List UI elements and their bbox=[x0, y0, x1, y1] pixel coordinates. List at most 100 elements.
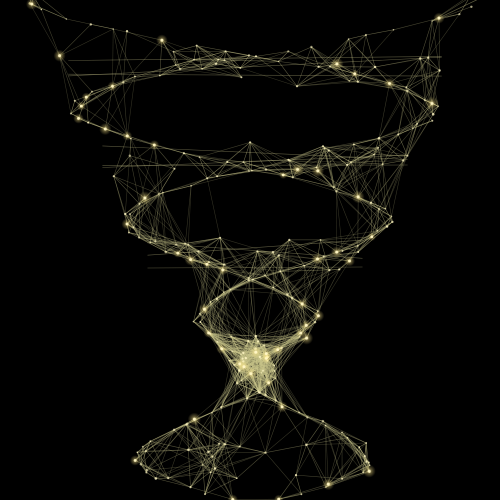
connection-line bbox=[353, 144, 372, 203]
connection-line bbox=[146, 464, 203, 471]
node-point bbox=[363, 455, 366, 458]
connection-line bbox=[233, 364, 238, 384]
connection-line bbox=[336, 191, 392, 217]
connection-line bbox=[278, 474, 297, 500]
node-point bbox=[367, 469, 371, 473]
connection-line bbox=[296, 66, 319, 87]
connection-line bbox=[129, 213, 177, 245]
connection-line bbox=[272, 239, 290, 253]
node-point bbox=[364, 33, 367, 37]
connection-line bbox=[227, 142, 251, 163]
connection-line bbox=[216, 161, 228, 177]
connection-line bbox=[128, 232, 189, 245]
node-point bbox=[313, 321, 317, 324]
connection-line bbox=[288, 51, 319, 68]
connection-line bbox=[208, 261, 225, 265]
connection-line bbox=[378, 114, 434, 139]
connection-line bbox=[126, 223, 166, 253]
connection-line bbox=[225, 443, 240, 447]
connection-line bbox=[200, 321, 259, 342]
connection-line bbox=[289, 160, 294, 178]
connection-line bbox=[227, 159, 289, 163]
connection-line bbox=[139, 237, 177, 245]
connection-line bbox=[239, 406, 283, 447]
connection-line bbox=[144, 153, 185, 199]
connection-line bbox=[210, 289, 231, 334]
connection-line bbox=[210, 333, 242, 381]
connection-line bbox=[249, 142, 253, 171]
connection-line bbox=[328, 150, 348, 166]
connection-line bbox=[266, 332, 301, 359]
connection-line bbox=[377, 123, 418, 149]
connection-line bbox=[322, 145, 375, 155]
connection-line bbox=[210, 333, 259, 342]
connection-line bbox=[317, 144, 355, 172]
connection-line bbox=[161, 39, 203, 70]
connection-line bbox=[149, 192, 164, 243]
connection-line bbox=[128, 232, 156, 242]
connection-line bbox=[202, 68, 242, 78]
connection-line bbox=[263, 287, 274, 346]
connection-line bbox=[188, 449, 191, 488]
connection-line bbox=[240, 354, 264, 371]
node-point bbox=[221, 268, 225, 272]
connection-line bbox=[231, 336, 256, 349]
node-point bbox=[291, 176, 294, 179]
connection-line bbox=[311, 46, 331, 67]
node-point bbox=[173, 167, 176, 170]
node-point bbox=[324, 424, 327, 427]
connection-line bbox=[248, 239, 290, 281]
node-point bbox=[378, 208, 380, 210]
connection-line bbox=[183, 153, 208, 179]
connection-line bbox=[257, 251, 274, 288]
node-point bbox=[248, 170, 250, 172]
connection-line bbox=[373, 154, 408, 156]
connection-line bbox=[123, 75, 160, 83]
connection-line bbox=[126, 192, 164, 225]
connection-line bbox=[185, 424, 240, 447]
node-point bbox=[246, 397, 249, 400]
connection-line bbox=[217, 340, 249, 343]
connection-line bbox=[274, 370, 276, 379]
connection-line bbox=[277, 294, 288, 350]
connection-line bbox=[217, 292, 225, 342]
node-point bbox=[138, 202, 141, 205]
connection-line bbox=[198, 251, 225, 293]
node-point bbox=[376, 229, 379, 232]
node-point bbox=[381, 163, 384, 166]
connection-line bbox=[123, 64, 176, 83]
connection-line bbox=[158, 193, 186, 244]
connection-line bbox=[347, 437, 364, 473]
connection-line bbox=[225, 392, 260, 445]
connection-line bbox=[190, 443, 220, 488]
connection-line bbox=[303, 265, 319, 312]
connection-line bbox=[139, 203, 167, 253]
connection-line bbox=[377, 216, 392, 231]
connection-line bbox=[357, 208, 380, 246]
node-point bbox=[139, 463, 142, 466]
node-point bbox=[224, 443, 227, 446]
connection-line bbox=[142, 418, 195, 447]
connection-line bbox=[419, 58, 433, 104]
connection-line bbox=[248, 142, 251, 172]
connection-line bbox=[278, 486, 326, 500]
connection-line bbox=[275, 378, 277, 401]
connection-line bbox=[183, 152, 244, 163]
connection-line bbox=[113, 135, 128, 177]
connection-line bbox=[412, 120, 433, 129]
connection-line bbox=[257, 336, 300, 342]
connection-line bbox=[333, 147, 379, 188]
connection-line bbox=[210, 333, 256, 349]
node-point bbox=[274, 377, 277, 380]
connection-line bbox=[155, 451, 209, 479]
connection-line bbox=[168, 468, 216, 479]
connection-line bbox=[328, 150, 335, 188]
node-point bbox=[287, 50, 290, 53]
connection-line bbox=[317, 154, 375, 172]
node-point bbox=[236, 477, 238, 480]
connection-line bbox=[139, 203, 186, 244]
connection-line bbox=[240, 55, 250, 69]
connection-line bbox=[202, 63, 216, 70]
node-point bbox=[277, 254, 280, 257]
node-point bbox=[189, 258, 193, 261]
